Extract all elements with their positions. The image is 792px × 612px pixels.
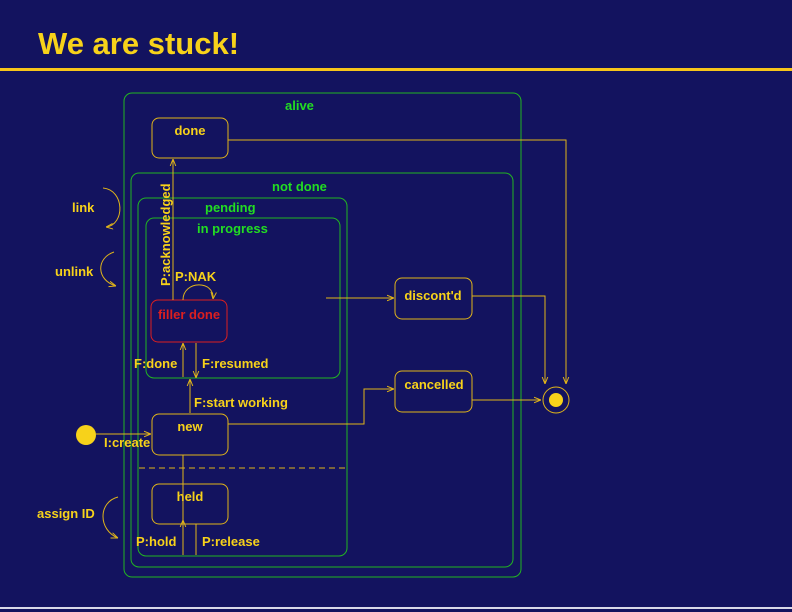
alive-region xyxy=(123,92,522,578)
alive-label: alive xyxy=(285,98,314,113)
hold-label: P:hold xyxy=(136,534,176,549)
link-label: link xyxy=(72,200,95,215)
cancelled-state-label: cancelled xyxy=(404,377,463,392)
assign-id-label: assign ID xyxy=(37,506,95,521)
in-progress-region xyxy=(145,217,341,379)
done-to-final-arrow xyxy=(228,139,566,384)
discontd-state xyxy=(394,277,473,320)
title-underline xyxy=(0,68,792,71)
release-label: P:release xyxy=(202,534,260,549)
footer-rule xyxy=(0,607,792,609)
f-done-label: F:done xyxy=(134,356,177,371)
unlink-label: unlink xyxy=(55,264,94,279)
new-state xyxy=(151,413,229,456)
not-done-region xyxy=(130,172,514,568)
start-working-label: F:start working xyxy=(194,395,288,410)
filler-done-state-label: filler done xyxy=(158,307,220,322)
held-state-label: held xyxy=(177,489,204,504)
slide-title: We are stuck! xyxy=(38,26,240,61)
nak-loop-arrow xyxy=(182,284,213,301)
acknowledged-label: P:acknowledged xyxy=(158,183,173,286)
f-resumed-label: F:resumed xyxy=(202,356,269,371)
unlink-loop-arrow xyxy=(100,251,116,286)
filler-done-state xyxy=(150,299,228,343)
in-progress-label: in progress xyxy=(197,221,268,236)
pending-region xyxy=(137,197,348,557)
new-to-cancelled-arrow xyxy=(228,389,394,425)
assign-id-loop-arrow xyxy=(102,496,118,538)
done-state xyxy=(151,117,229,159)
cancelled-state xyxy=(394,370,473,413)
done-state-label: done xyxy=(174,123,205,138)
discontd-to-final-arrow xyxy=(472,295,545,384)
not-done-label: not done xyxy=(272,179,327,194)
link-loop-arrow xyxy=(102,187,121,227)
pending-label: pending xyxy=(205,200,256,215)
nak-label: P:NAK xyxy=(175,269,217,284)
final-state-dot xyxy=(549,393,563,407)
initial-state xyxy=(76,425,96,445)
final-state-ring xyxy=(542,386,570,414)
create-label: I:create xyxy=(104,435,150,450)
discontd-state-label: discont'd xyxy=(404,288,461,303)
new-state-label: new xyxy=(177,419,203,434)
